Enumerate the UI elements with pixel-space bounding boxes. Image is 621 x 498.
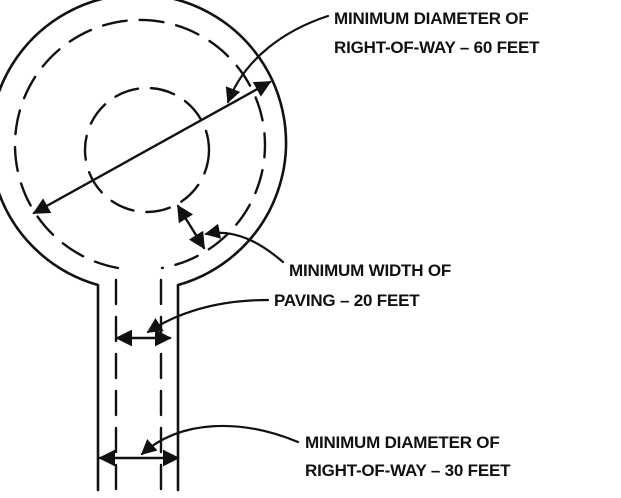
leader-cul-de-sac-row xyxy=(225,14,330,104)
label-cul-de-sac-row-line1: MINIMUM DIAMETER OF xyxy=(334,9,529,28)
diameter-60ft-dimension-arrow xyxy=(32,80,272,215)
right-of-way-outline xyxy=(0,0,288,492)
label-paving-width-line1: MINIMUM WIDTH OF xyxy=(289,261,451,280)
paving-edge-dashed-arc xyxy=(13,18,267,270)
leader-paving-width-street xyxy=(146,298,270,334)
label-street-row-line1: MINIMUM DIAMETER OF xyxy=(305,433,500,452)
paving-width-dimension-arrow xyxy=(176,204,206,250)
leader-paving-width-bulb xyxy=(204,223,285,264)
leader-street-row xyxy=(140,424,300,456)
label-cul-de-sac-row-line2: RIGHT-OF-WAY – 60 FEET xyxy=(334,38,540,57)
label-street-row-line2: RIGHT-OF-WAY – 30 FEET xyxy=(305,461,511,480)
label-paving-width-line2: PAVING – 20 FEET xyxy=(274,291,420,310)
